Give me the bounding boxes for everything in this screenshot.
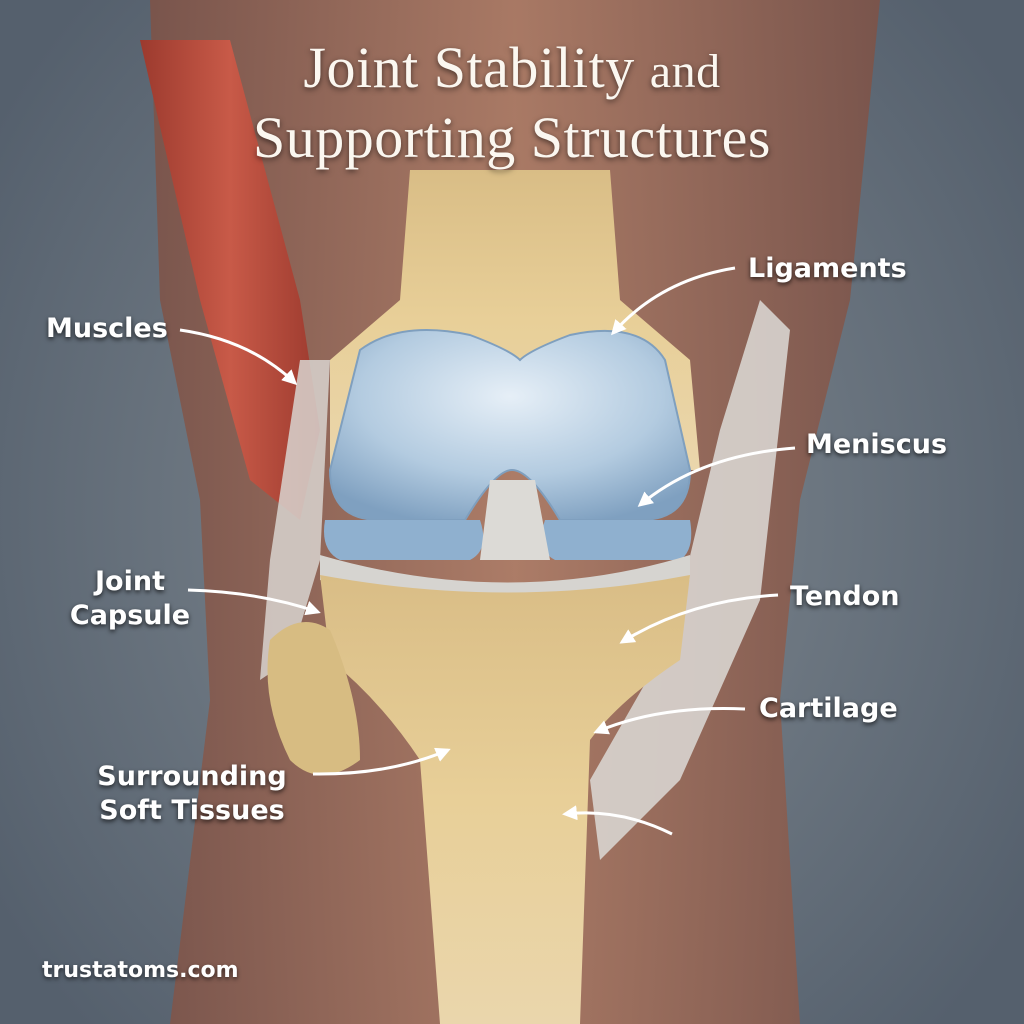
cruciate-ligament-shape [480,480,550,560]
lateral-meniscus-shape [541,520,692,560]
label-ligaments: Ligaments [748,253,907,284]
cartilage-arrow [593,707,746,735]
extra-arrow [562,805,673,836]
label-tendon: Tendon [790,581,900,612]
joint-capsule-arrow [187,588,321,616]
label-joint-capsule-line1: Joint [95,566,165,597]
label-soft-tissues-line2: Soft Tissues [99,795,285,826]
label-joint-capsule-line2: Capsule [69,600,191,631]
soft-tissues-arrow [312,747,451,776]
ligaments-arrow [611,266,736,336]
label-soft-tissues: Surrounding Soft Tissues [80,760,304,828]
label-joint-capsule: Joint Capsule [62,565,198,633]
muscle-shape [140,40,320,520]
label-meniscus: Meniscus [806,429,948,460]
label-muscles: Muscles [46,313,168,344]
tendon-arrow [619,593,779,644]
tibia-shape [320,575,690,1024]
title-line-2: Supporting Structures [253,105,771,170]
femoral-cartilage-shape [328,329,692,521]
label-cartilage: Cartilage [759,693,898,724]
watermark: trustatoms.com [42,958,239,983]
muscles-arrow [179,328,298,386]
meniscus-arrow [637,446,796,507]
label-soft-tissues-line1: Surrounding [97,761,287,792]
title-line-1: Joint Stability and [0,34,1024,101]
title-and: and [649,45,721,98]
fibula-head-shape [267,622,360,775]
medial-meniscus-shape [324,520,484,560]
title-main: Joint Stability [303,35,635,100]
